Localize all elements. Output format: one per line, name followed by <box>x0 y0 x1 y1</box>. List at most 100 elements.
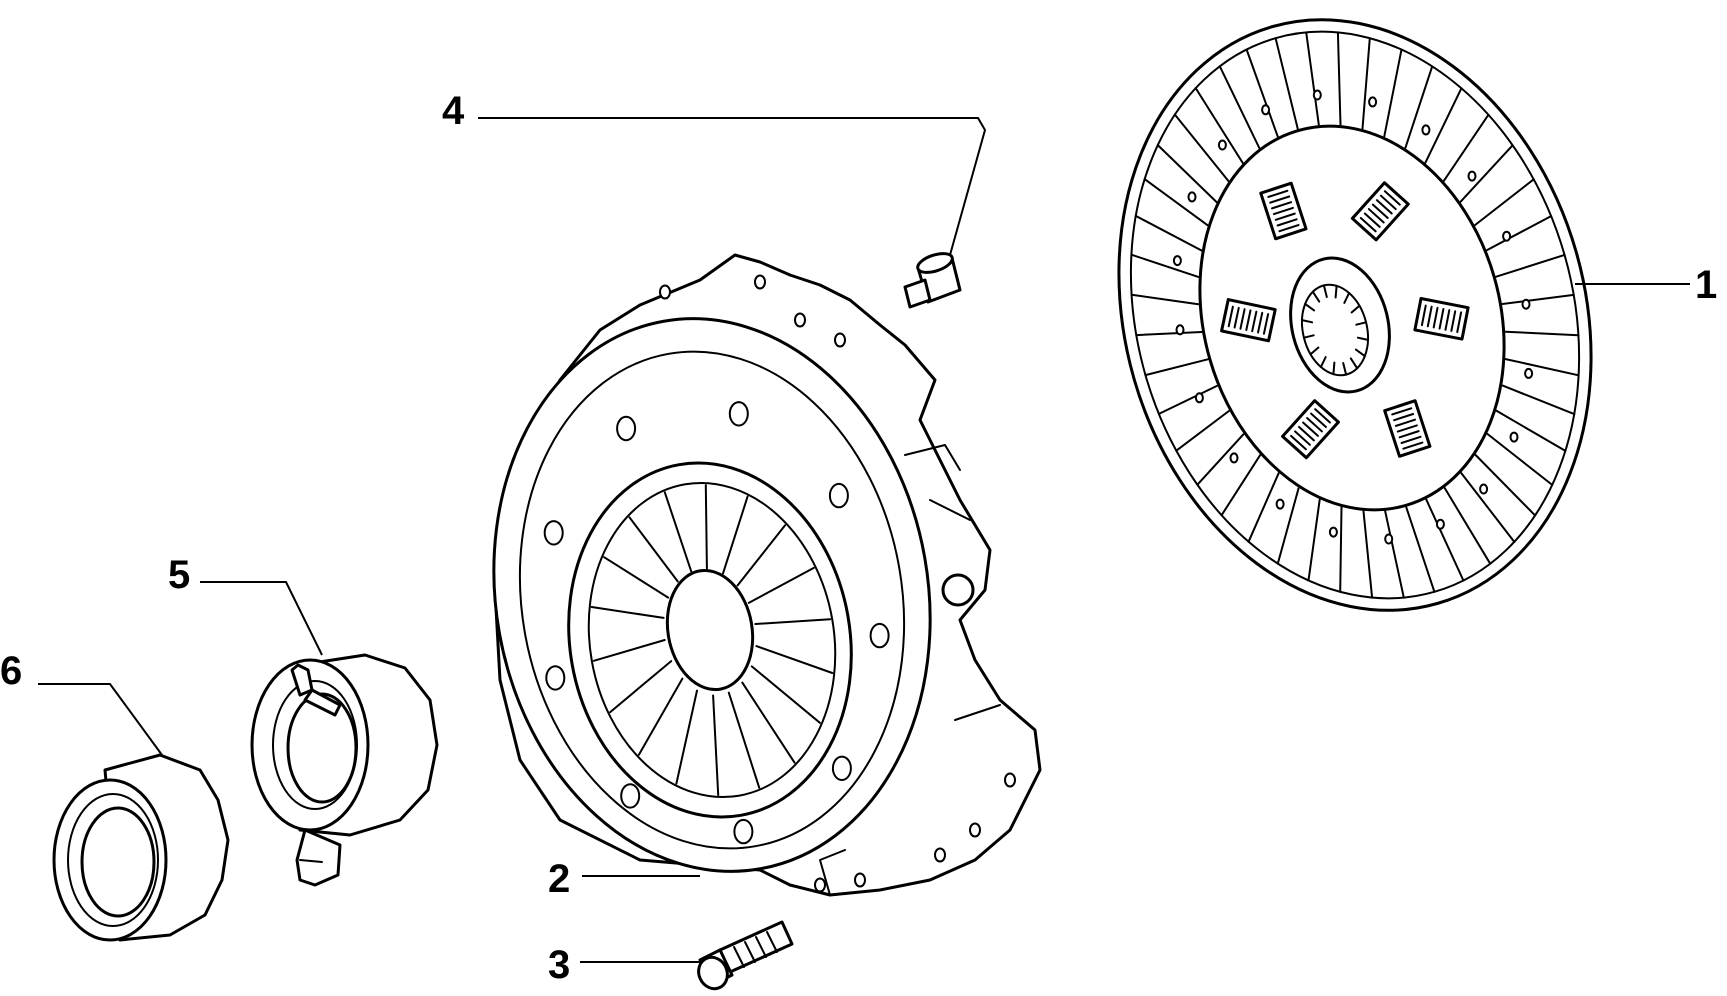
friction-rib <box>1383 48 1403 138</box>
friction-rib <box>1486 433 1554 486</box>
hub-spline <box>1304 302 1316 312</box>
friction-rib <box>1384 510 1405 599</box>
friction-rib <box>1495 253 1566 278</box>
friction-rib <box>1501 384 1576 416</box>
spring-coil <box>1363 212 1381 228</box>
spring-coil <box>1432 306 1439 329</box>
spring-coil <box>1290 434 1307 451</box>
diaphragm-finger <box>754 618 832 625</box>
spring-coil <box>1269 195 1291 204</box>
diaphragm-finger <box>590 606 665 619</box>
callout-labels: 1 2 3 4 5 6 <box>0 89 1717 987</box>
hub-spline <box>1342 362 1348 376</box>
friction-rib <box>1361 37 1371 130</box>
part-bearing-ring <box>52 753 230 942</box>
disc-rivet <box>1217 139 1227 151</box>
spring-coil <box>1262 313 1270 335</box>
cover-bolt-hole <box>831 755 852 781</box>
hub-spline <box>1334 284 1338 299</box>
spring-coil <box>1383 190 1401 206</box>
spring-coil <box>1396 424 1418 433</box>
spring-coil <box>1245 309 1252 331</box>
friction-rib <box>1501 293 1575 305</box>
friction-rib <box>1175 410 1230 452</box>
callout-6: 6 <box>0 649 22 693</box>
spring-coil <box>1402 441 1424 450</box>
hub-spline <box>1350 304 1361 314</box>
cover-bolt-hole <box>543 520 564 546</box>
friction-rib <box>1336 31 1342 126</box>
disc-rivet <box>1194 392 1204 404</box>
disc-rivet <box>1509 431 1519 443</box>
disc-rivet <box>1312 89 1322 101</box>
diaphragm-finger <box>592 639 666 662</box>
hub-spline <box>1319 356 1327 368</box>
damper-springs <box>1220 181 1470 460</box>
part-bolt <box>697 920 794 991</box>
disc-rivet <box>1502 230 1512 242</box>
hub-splines <box>1301 284 1369 376</box>
spring-coil <box>1233 306 1240 329</box>
friction-rib <box>1173 113 1230 182</box>
cover-bolt-hole <box>869 622 890 649</box>
diaphragm-fingers <box>590 484 834 796</box>
spring-coil <box>1278 224 1300 233</box>
flange-hole <box>1004 772 1016 788</box>
spring-coil <box>1298 425 1315 442</box>
hub-spline <box>1332 361 1336 376</box>
friction-rib <box>1245 48 1279 138</box>
disc-rivet <box>1229 452 1239 464</box>
diaphragm-finger <box>722 495 749 575</box>
callout-2: 2 <box>548 857 570 901</box>
disc-rivet <box>1187 191 1197 203</box>
callout-4: 4 <box>442 89 465 133</box>
spring-coil <box>1257 311 1264 334</box>
hub-spline <box>1303 334 1315 339</box>
cover-bolt-hole <box>545 665 566 691</box>
diaphragm-finger <box>712 694 720 796</box>
friction-rib <box>1474 178 1535 226</box>
spring-coil <box>1367 208 1385 224</box>
flange-hole <box>794 312 806 328</box>
friction-rib <box>1247 472 1280 543</box>
friction-rib <box>1404 65 1434 149</box>
disc-rivet <box>1524 367 1534 379</box>
friction-rib <box>1362 510 1374 599</box>
friction-rib <box>1144 358 1209 377</box>
spring-coil <box>1393 412 1415 422</box>
leader-6 <box>38 683 163 756</box>
diaphragm-finger <box>750 665 821 724</box>
spring-coil <box>1400 435 1422 445</box>
spring-coil <box>1450 310 1457 332</box>
hub-spline <box>1322 284 1328 298</box>
cover-bolt-holes <box>543 274 1016 893</box>
friction-rib <box>1220 454 1262 517</box>
disc-rivet <box>1421 124 1431 136</box>
spring-coil <box>1438 307 1445 330</box>
hub-spline <box>1355 321 1367 326</box>
flange-hole <box>659 284 671 300</box>
friction-rib <box>1459 144 1514 203</box>
hub-spline <box>1301 319 1314 324</box>
spring-coil <box>1302 421 1319 437</box>
cover-bolt-hole <box>616 415 637 442</box>
disc-rivet <box>1328 526 1338 538</box>
hub-spline <box>1356 336 1369 341</box>
spring-coil <box>1375 199 1393 215</box>
friction-rib <box>1486 215 1553 252</box>
spring-coil <box>1267 189 1289 198</box>
callout-5: 5 <box>168 553 190 597</box>
friction-rib <box>1495 409 1567 452</box>
cover-bolt-hole <box>733 818 754 845</box>
friction-rib <box>1474 454 1537 517</box>
friction-rib <box>1339 506 1343 593</box>
disc-rivet <box>1521 298 1531 310</box>
spring-coil <box>1420 304 1427 327</box>
diaphragm-finger <box>736 524 787 587</box>
friction-rib <box>1405 506 1436 593</box>
flange-hole <box>834 332 846 348</box>
disc-rivet <box>1172 255 1182 267</box>
spring-coil <box>1444 309 1451 331</box>
diaphragm-finger <box>609 660 673 714</box>
friction-rib <box>1307 498 1321 582</box>
